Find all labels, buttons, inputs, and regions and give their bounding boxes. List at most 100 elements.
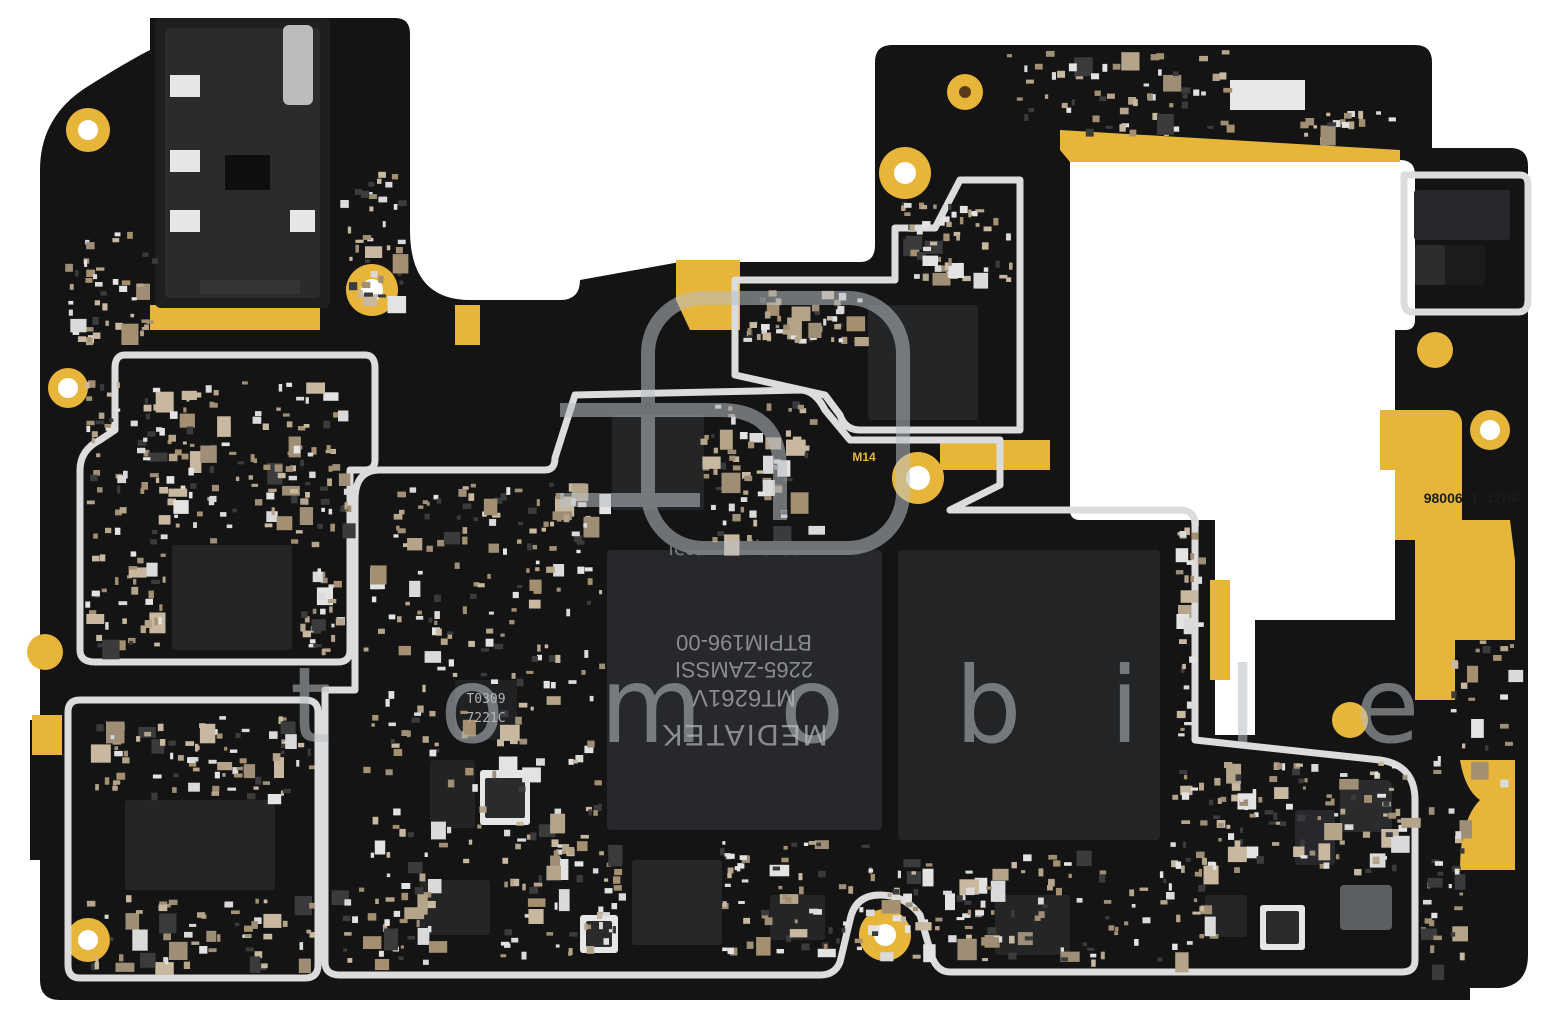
smd-part	[794, 919, 798, 924]
smd-part	[1053, 860, 1061, 867]
smd-part	[975, 910, 984, 916]
smd-part	[473, 582, 480, 587]
smd-part	[1184, 575, 1189, 583]
smd-part	[727, 947, 734, 955]
smd-part	[121, 323, 139, 345]
smd-part	[593, 804, 600, 812]
smd-part	[526, 568, 530, 573]
smd-part	[321, 507, 325, 512]
smd-part	[846, 316, 866, 332]
smd-part	[305, 482, 311, 486]
smd-part	[368, 182, 375, 187]
smd-part	[468, 839, 473, 845]
smd-part	[965, 934, 972, 939]
smd-part	[1508, 669, 1524, 683]
smd-part	[231, 910, 240, 915]
smd-part	[1500, 779, 1509, 788]
smd-part	[1147, 93, 1153, 100]
smd-part	[262, 781, 270, 785]
smd-part	[743, 490, 749, 495]
smd-part	[1087, 947, 1095, 951]
smd-part	[1057, 70, 1065, 78]
smd-part	[747, 535, 752, 542]
smd-part	[522, 767, 541, 783]
smd-part	[362, 235, 372, 240]
smd-part	[1326, 794, 1332, 798]
smd-part	[912, 954, 921, 959]
smd-part	[943, 233, 950, 242]
smd-part	[143, 404, 152, 412]
smd-part	[1510, 644, 1514, 648]
smd-part	[321, 648, 326, 656]
smd-part	[278, 716, 284, 724]
smd-part	[558, 889, 570, 912]
smd-part	[782, 329, 792, 335]
smd-part	[114, 527, 121, 535]
smd-part	[1163, 878, 1167, 884]
smd-part	[342, 523, 356, 539]
smd-part	[322, 648, 331, 652]
smd-part	[868, 925, 880, 935]
smd-part	[535, 567, 540, 572]
smd-part	[517, 584, 523, 588]
smd-part	[217, 934, 221, 942]
smd-part	[85, 278, 93, 283]
smd-part	[948, 263, 964, 278]
smd-part	[326, 445, 331, 452]
smd-part	[386, 852, 391, 858]
smd-part	[211, 484, 219, 492]
smd-part	[503, 548, 507, 555]
smd-part	[553, 850, 559, 857]
smd-part	[75, 270, 79, 277]
smd-part	[1327, 122, 1337, 127]
smd-part	[271, 507, 275, 516]
smd-part	[728, 503, 735, 512]
smd-part	[1060, 951, 1080, 962]
smd-part	[801, 943, 810, 951]
board-cutout	[1070, 160, 1415, 735]
smd-part	[253, 786, 259, 790]
watermark-letter: t	[290, 645, 331, 767]
smd-part	[790, 492, 809, 514]
smd-part	[399, 280, 404, 285]
smd-part	[1249, 813, 1256, 818]
smd-part	[575, 755, 584, 763]
smd-part	[296, 760, 300, 767]
smd-part	[555, 944, 560, 948]
smd-part	[393, 534, 399, 538]
smd-part	[468, 493, 475, 501]
smd-part	[364, 292, 373, 297]
smd-part	[504, 829, 511, 837]
smd-part	[235, 733, 241, 738]
smd-part	[144, 620, 153, 628]
smd-part	[1185, 857, 1191, 862]
smd-part	[1129, 889, 1135, 897]
smd-part	[101, 588, 107, 593]
smd-part	[286, 382, 293, 387]
smd-part	[143, 449, 150, 457]
smd-part	[981, 242, 989, 250]
smd-part	[306, 929, 312, 934]
smd-part	[856, 946, 862, 951]
smd-part	[105, 527, 112, 534]
smd-part	[1309, 850, 1316, 856]
smd-part	[1091, 959, 1096, 967]
smd-part	[77, 336, 87, 342]
smd-part	[515, 716, 522, 725]
smd-part	[749, 322, 757, 328]
smd-part	[255, 411, 262, 416]
smd-part	[158, 904, 168, 912]
board-cutout-left-bottom	[0, 640, 30, 720]
smd-part	[69, 283, 74, 290]
smd-part	[193, 522, 197, 528]
smd-part	[905, 902, 913, 908]
smd-part	[1183, 617, 1197, 635]
smd-part	[546, 865, 561, 881]
smd-part	[922, 273, 929, 281]
smd-part	[592, 868, 599, 874]
smd-part	[516, 678, 524, 687]
smd-part	[166, 476, 175, 484]
smd-part	[1179, 639, 1187, 644]
smd-part	[159, 428, 165, 436]
smd-part	[538, 875, 542, 883]
